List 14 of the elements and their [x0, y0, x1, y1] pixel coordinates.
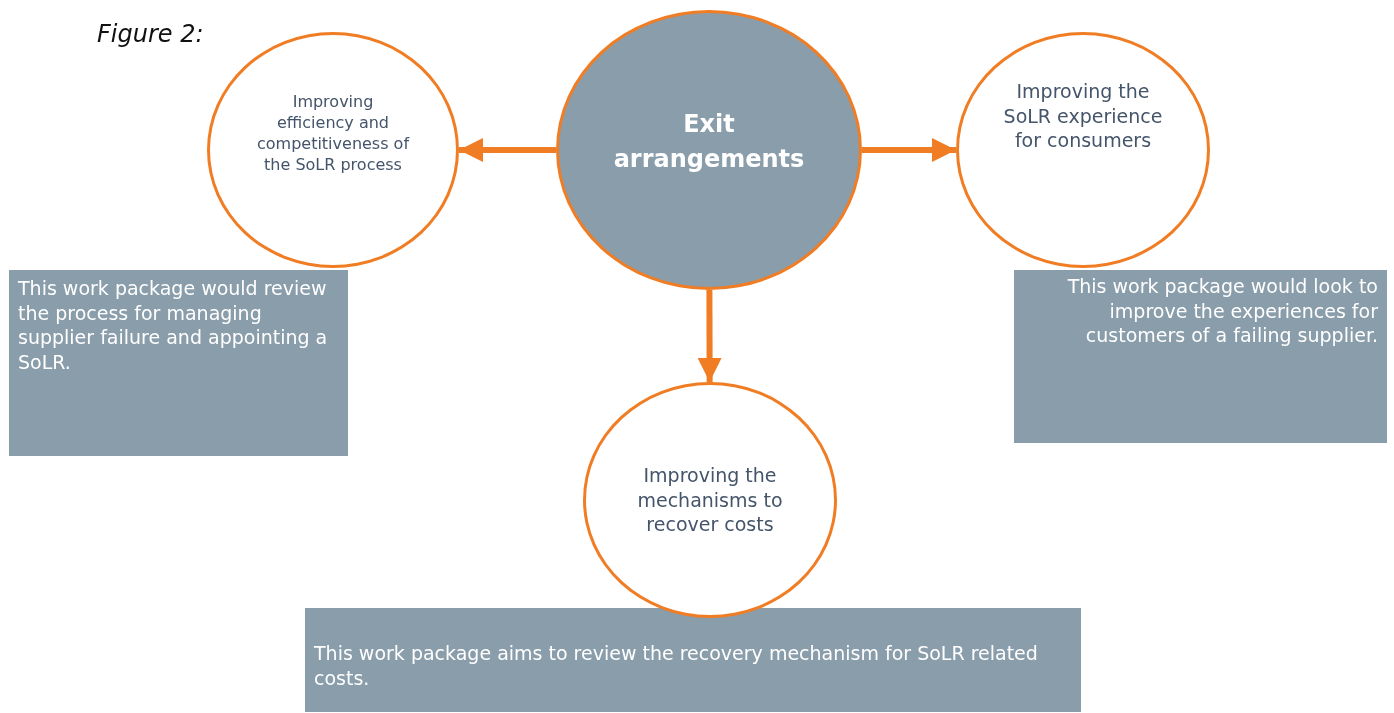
node-label: Improving efficiency and competitiveness of the SoLR process	[255, 92, 411, 176]
arrow	[862, 138, 956, 162]
description-panel	[305, 608, 1081, 712]
node-label: Improving the SoLR experience for consumers	[1002, 78, 1164, 154]
description-panel	[9, 270, 348, 456]
description-panel	[1014, 270, 1387, 443]
description-text: This work package aims to review the recovery mechanism for SoLR related costs.	[314, 641, 1039, 691]
node-label: Exit arrangements	[612, 109, 806, 175]
arrow	[697, 290, 722, 382]
figure-title: Figure 2:	[97, 20, 204, 48]
description-text: This work package would look to improve the experiences for customers of a failing supplier.	[1066, 274, 1378, 349]
arrow	[459, 138, 556, 162]
node-label: Improving the mechanisms to recover costs	[636, 462, 784, 538]
description-text: This work package would review the process for managing supplier failure and appointing a SoLR.	[18, 276, 329, 375]
